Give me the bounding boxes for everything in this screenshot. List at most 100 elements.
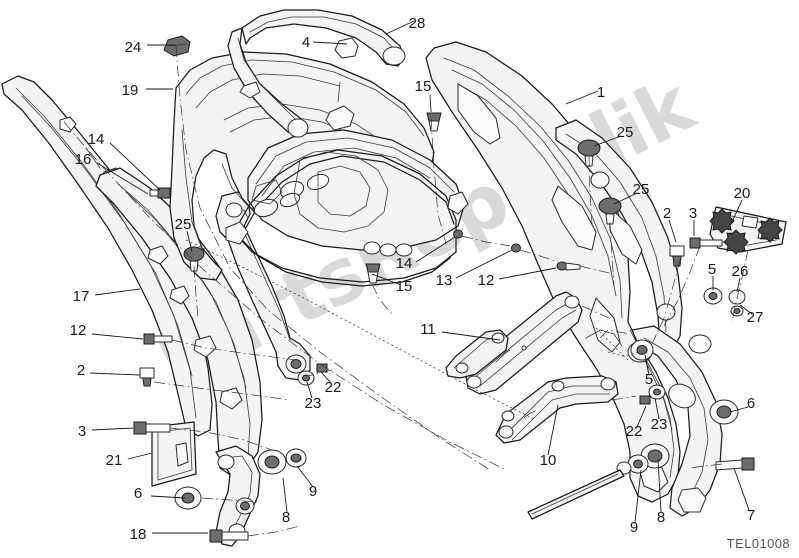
bolt-3-left <box>133 421 171 435</box>
construction-axes <box>63 45 749 537</box>
callout-leader-23 <box>306 381 313 399</box>
callout-number-25[interactable]: 25 <box>633 181 650 198</box>
callout-leader-22 <box>320 371 332 384</box>
seat-rubber-pads <box>163 35 359 131</box>
right-sub-rail-part <box>555 119 683 351</box>
pin-12-center <box>556 261 581 271</box>
callout-number-12[interactable]: 12 <box>70 322 87 339</box>
callout-leader-26 <box>736 277 741 293</box>
callout-number-16[interactable]: 16 <box>75 151 92 168</box>
callout-leader-14 <box>415 236 456 263</box>
callout-leader-8 <box>657 458 662 513</box>
callout-number-4[interactable]: 4 <box>302 34 310 51</box>
callout-leader-8 <box>282 477 288 513</box>
callout-number-17[interactable]: 17 <box>73 288 90 305</box>
callout-number-14[interactable]: 14 <box>88 131 105 148</box>
callout-leader-25 <box>613 192 638 205</box>
callout-number-10[interactable]: 10 <box>540 452 557 469</box>
bolt-7 <box>715 457 755 471</box>
callout-number-22[interactable]: 22 <box>325 379 342 396</box>
callout-leader-9 <box>296 465 314 488</box>
callout-number-28[interactable]: 28 <box>409 15 426 32</box>
callout-number-12[interactable]: 12 <box>478 272 495 289</box>
callout-number-1[interactable]: 1 <box>597 84 605 101</box>
callout-number-25[interactable]: 25 <box>617 124 634 141</box>
callout-number-6[interactable]: 6 <box>134 485 142 502</box>
left-plate-part-21 <box>151 421 197 487</box>
callout-number-23[interactable]: 23 <box>651 416 668 433</box>
callout-number-22[interactable]: 22 <box>626 423 643 440</box>
callout-number-24[interactable]: 24 <box>125 39 142 56</box>
callout-leader-5 <box>644 354 650 376</box>
callout-number-8[interactable]: 8 <box>282 509 290 526</box>
callout-leader-22 <box>636 405 647 428</box>
bolt-3-right <box>689 237 723 249</box>
callout-leader-14 <box>109 142 161 191</box>
callout-number-13[interactable]: 13 <box>436 272 453 289</box>
callout-leader-13 <box>455 249 513 279</box>
callout-number-3[interactable]: 3 <box>78 423 86 440</box>
callout-number-3[interactable]: 3 <box>689 205 697 222</box>
callout-leader-3 <box>91 427 134 431</box>
callout-leader-28 <box>385 20 415 35</box>
grab-handle-rail-part <box>227 9 406 138</box>
callout-leader-21 <box>127 452 153 460</box>
callout-number-27[interactable]: 27 <box>747 309 764 326</box>
callout-number-5[interactable]: 5 <box>645 371 653 388</box>
callout-number-2[interactable]: 2 <box>77 362 85 379</box>
callout-leader-6 <box>729 406 749 413</box>
callout-number-5[interactable]: 5 <box>708 261 716 278</box>
screw-15-center <box>365 263 381 284</box>
callout-leader-4 <box>312 41 348 45</box>
callout-leader-9 <box>634 469 642 523</box>
callout-number-21[interactable]: 21 <box>106 452 123 469</box>
callout-number-9[interactable]: 9 <box>309 483 317 500</box>
callout-leader-2 <box>668 219 677 243</box>
callout-number-23[interactable]: 23 <box>305 395 322 412</box>
callout-leader-7 <box>733 467 750 511</box>
center-strut-part-11 <box>465 291 583 395</box>
callout-leader-1 <box>565 90 599 105</box>
callout-number-11[interactable]: 11 <box>420 321 436 338</box>
callout-leader-25 <box>593 135 622 147</box>
callout-number-18[interactable]: 18 <box>130 526 147 543</box>
callout-number-15[interactable]: 15 <box>396 278 413 295</box>
diagram-code: TEL01008 <box>727 536 790 551</box>
callout-leader-20 <box>730 199 743 225</box>
callout-leader-10 <box>547 404 559 456</box>
callout-number-14[interactable]: 14 <box>396 255 413 272</box>
bolt-12-left <box>143 333 173 345</box>
callout-leader-17 <box>94 288 141 296</box>
callout-number-7[interactable]: 7 <box>747 507 755 524</box>
right-lower-swing-arm <box>631 325 723 517</box>
nut-2-right <box>669 245 685 267</box>
callout-number-8[interactable]: 8 <box>657 509 665 526</box>
callout-number-9[interactable]: 9 <box>630 519 638 536</box>
callout-leader-12 <box>91 333 144 340</box>
callout-leader-6 <box>150 495 186 499</box>
callout-number-20[interactable]: 20 <box>734 185 751 202</box>
battery-tray-assembly <box>225 129 469 287</box>
upper-left-strut <box>445 329 509 379</box>
callout-leader-23 <box>654 397 660 420</box>
callout-number-2[interactable]: 2 <box>663 205 671 222</box>
callout-number-6[interactable]: 6 <box>747 395 755 412</box>
callout-leader-11 <box>441 331 501 341</box>
callout-leader-2 <box>89 372 141 376</box>
callout-leader-15 <box>371 273 402 286</box>
triangular-bracket-part <box>709 206 787 255</box>
screw-16-left <box>149 187 171 199</box>
bolt-18 <box>209 529 249 543</box>
callout-leader-15 <box>429 94 432 113</box>
callout-number-26[interactable]: 26 <box>732 263 749 280</box>
callout-number-15[interactable]: 15 <box>415 78 432 95</box>
callout-leader-27 <box>739 304 753 315</box>
callout-leader-16 <box>96 162 149 195</box>
callout-number-19[interactable]: 19 <box>122 82 139 99</box>
callout-number-25[interactable]: 25 <box>175 216 192 233</box>
left-lower-rail-part <box>95 167 263 477</box>
